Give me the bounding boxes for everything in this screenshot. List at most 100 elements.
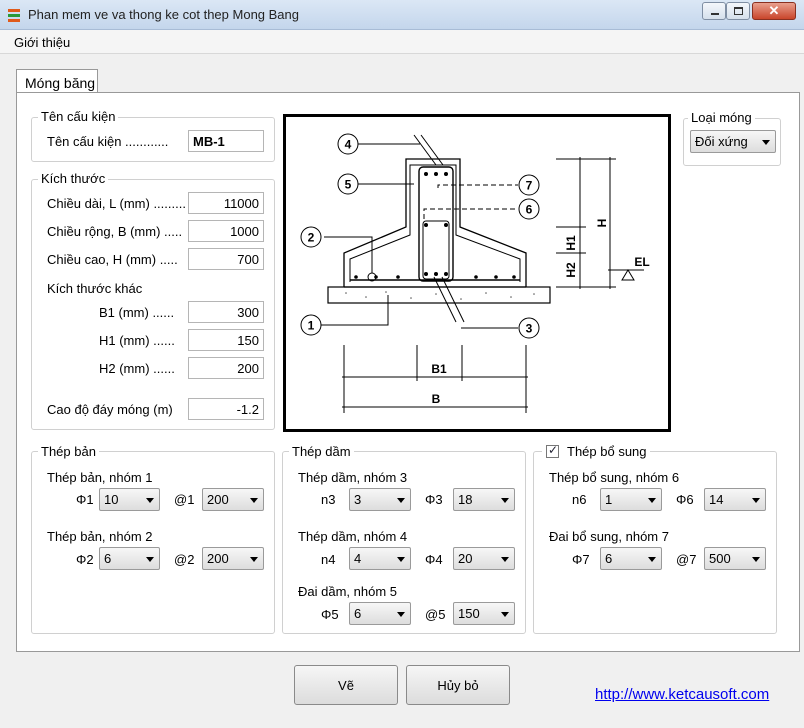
width-label: Chiều rộng, B (mm) ..... (47, 224, 183, 239)
n6-select[interactable]: 1 (600, 488, 662, 511)
cancel-button[interactable]: Hủy bỏ (406, 665, 510, 705)
extra-steel-checkbox[interactable]: ✓ (546, 443, 559, 458)
n3-value: 3 (354, 492, 362, 507)
svg-text:6: 6 (526, 203, 533, 217)
marker-2: 2 (300, 226, 322, 248)
extra-group7-label: Đai bổ sung, nhóm 7 (549, 529, 669, 544)
phi2-select[interactable]: 6 (99, 547, 160, 570)
n6-label: n6 (572, 492, 587, 507)
dim-h1-label: H1 (564, 235, 578, 251)
h2-input[interactable]: 200 (188, 357, 264, 379)
phi7-select[interactable]: 6 (600, 547, 662, 570)
slab-group1-label: Thép bản, nhóm 1 (47, 470, 153, 485)
base-level-input[interactable]: -1.2 (188, 398, 264, 420)
tab-mong-bang[interactable]: Móng băng (16, 69, 98, 93)
chevron-down-icon (146, 557, 154, 562)
chevron-down-icon (501, 498, 509, 503)
component-name-group-title: Tên cấu kiện (38, 109, 119, 124)
phi2-value: 6 (104, 551, 112, 566)
n4-select[interactable]: 4 (349, 547, 411, 570)
foundation-type-value: Đối xứng (695, 134, 748, 149)
phi5-select[interactable]: 6 (349, 602, 411, 625)
n4-value: 4 (354, 551, 362, 566)
at5-select[interactable]: 150 (453, 602, 515, 625)
dimensions-group (31, 179, 275, 430)
component-name-input[interactable]: MB-1 (188, 130, 264, 152)
phi6-value: 14 (709, 492, 724, 507)
length-label: Chiều dài, L (mm) ......... (47, 196, 186, 211)
extra-steel-group-title: ✓ Thép bổ sung (542, 443, 650, 459)
phi6-select[interactable]: 14 (704, 488, 766, 511)
chevron-down-icon (501, 612, 509, 617)
h1-input[interactable]: 150 (188, 329, 264, 351)
maximize-button[interactable] (726, 2, 750, 20)
phi3-label: Φ3 (425, 492, 443, 507)
draw-button[interactable]: Vẽ (294, 665, 398, 705)
svg-text:1: 1 (308, 319, 315, 333)
at2-select[interactable]: 200 (202, 547, 264, 570)
stirrup (418, 166, 454, 282)
at1-label: @1 (174, 492, 195, 507)
title-bar: Phan mem ve va thong ke cot thep Mong Ba… (0, 0, 804, 30)
marker-6: 6 (518, 198, 540, 220)
height-input[interactable]: 700 (188, 248, 264, 270)
height-label: Chiều cao, H (mm) ..... (47, 252, 178, 267)
chevron-down-icon (397, 612, 405, 617)
extra-steel-group (533, 451, 777, 634)
n3-select[interactable]: 3 (349, 488, 411, 511)
dim-b1-label: B1 (431, 362, 447, 376)
marker-5: 5 (337, 173, 359, 195)
checkmark-icon: ✓ (548, 443, 559, 457)
b1-label: B1 (mm) ...... (99, 305, 175, 320)
chevron-down-icon (648, 557, 656, 562)
marker-4: 4 (337, 133, 359, 155)
at2-label: @2 (174, 552, 195, 567)
phi4-value: 20 (458, 551, 473, 566)
phi6-label: Φ6 (676, 492, 694, 507)
other-dimensions-label: Kích thước khác (47, 281, 143, 296)
at7-select[interactable]: 500 (704, 547, 766, 570)
at1-select[interactable]: 200 (202, 488, 264, 511)
at5-value: 150 (458, 606, 480, 621)
minimize-icon (711, 13, 719, 15)
close-button[interactable]: ✕ (752, 2, 796, 20)
phi5-value: 6 (354, 606, 362, 621)
close-icon: ✕ (768, 3, 780, 18)
width-input[interactable]: 1000 (188, 220, 264, 242)
phi3-select[interactable]: 18 (453, 488, 515, 511)
window-title: Phan mem ve va thong ke cot thep Mong Ba… (28, 7, 300, 22)
at7-value: 500 (709, 551, 731, 566)
at2-value: 200 (207, 551, 229, 566)
phi4-select[interactable]: 20 (453, 547, 515, 570)
chevron-down-icon (397, 498, 405, 503)
slab-group2-label: Thép bản, nhóm 2 (47, 529, 153, 544)
phi1-select[interactable]: 10 (99, 488, 160, 511)
dim-h2-label: H2 (564, 262, 578, 278)
menu-item-about[interactable]: Giới thiệu (14, 35, 71, 50)
n3-label: n3 (321, 492, 336, 507)
minimize-button[interactable] (702, 2, 726, 20)
dim-b-label: B (432, 392, 441, 406)
svg-text:2: 2 (308, 231, 315, 245)
dim-h-label: H (595, 219, 609, 228)
length-input[interactable]: 11000 (188, 192, 264, 214)
svg-text:3: 3 (526, 322, 533, 336)
at5-label: @5 (425, 607, 446, 622)
dim-el-label: EL (634, 255, 649, 269)
website-link[interactable]: http://www.ketcausoft.com (595, 686, 770, 703)
app-icon (6, 7, 22, 23)
phi7-value: 6 (605, 551, 613, 566)
extra-group6-label: Thép bổ sung, nhóm 6 (549, 470, 680, 485)
marker-1: 1 (300, 314, 322, 336)
marker-3: 3 (518, 317, 540, 339)
component-name-group (31, 117, 275, 162)
foundation-type-select[interactable]: Đối xứng (690, 130, 776, 153)
phi2-label: Φ2 (76, 552, 94, 567)
foundation-drawing-svg: 4 5 2 1 7 6 3 B1 B H H1 H2 EL (300, 133, 650, 413)
n6-value: 1 (605, 492, 613, 507)
b1-input[interactable]: 300 (188, 301, 264, 323)
chevron-down-icon (146, 498, 154, 503)
phi7-label: Φ7 (572, 552, 590, 567)
beam-group4-label: Thép dầm, nhóm 4 (298, 529, 408, 544)
at1-value: 200 (207, 492, 229, 507)
